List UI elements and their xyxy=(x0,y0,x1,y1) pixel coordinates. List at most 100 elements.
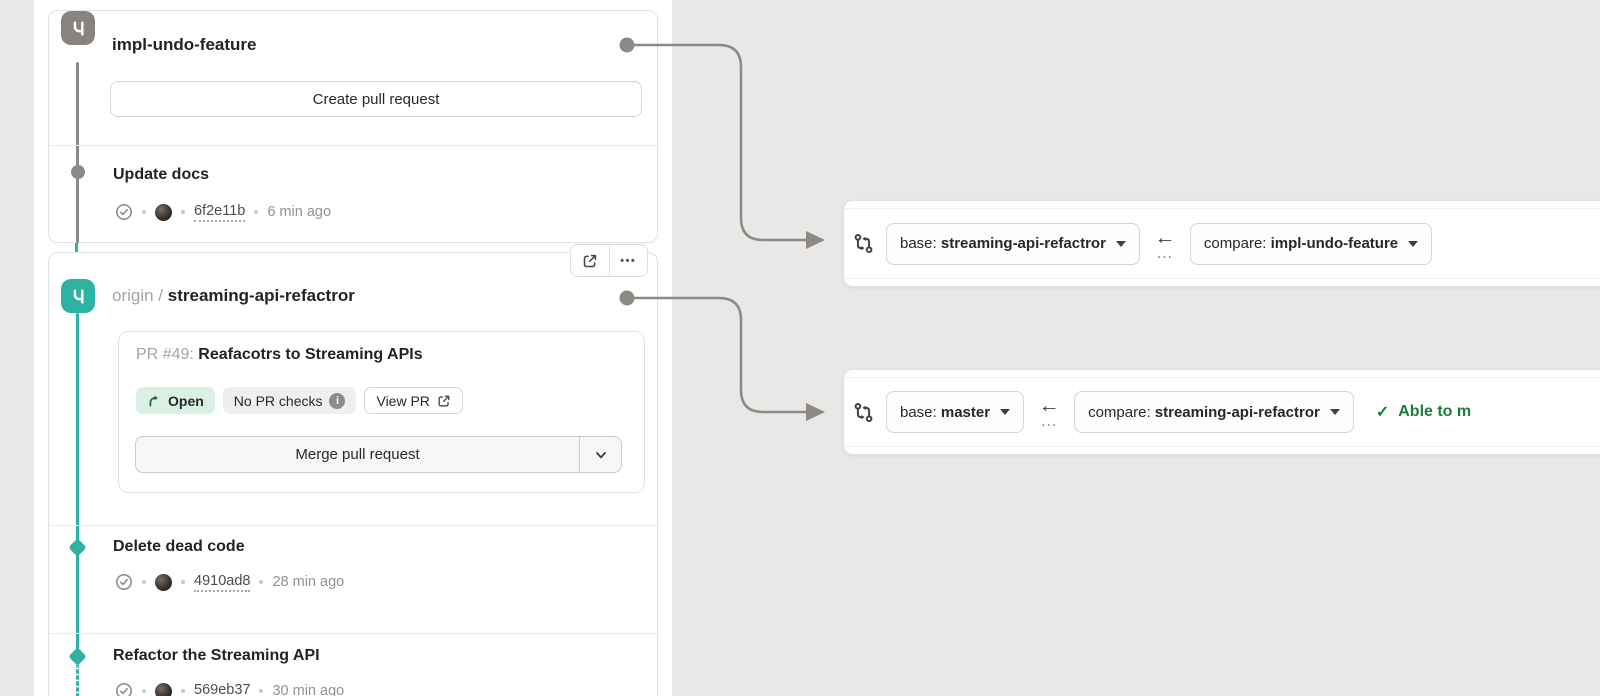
ellipsis-dots: … xyxy=(1040,411,1059,430)
pr-checks-label: No PR checks xyxy=(233,392,323,409)
commit-meta-row: 6f2e11b 6 min ago xyxy=(115,203,332,222)
info-icon[interactable]: i xyxy=(329,392,346,409)
git-compare-icon xyxy=(854,233,873,254)
pr-number: PR #49: xyxy=(136,346,194,363)
branch-line-teal xyxy=(76,313,79,658)
remote-prefix: origin / xyxy=(112,286,164,305)
view-pr-button[interactable]: View PR xyxy=(364,387,463,414)
branch-line-gray xyxy=(76,62,79,243)
check-circle-icon xyxy=(116,204,132,220)
git-branch-glyph xyxy=(73,21,84,36)
separator-dot xyxy=(181,580,185,584)
branch-icon xyxy=(61,279,95,313)
compare-branch-dropdown[interactable]: compare: impl-undo-feature xyxy=(1189,222,1433,265)
pr-title: Reafacotrs to Streaming APIs xyxy=(198,346,423,363)
chevron-down-icon xyxy=(595,451,606,458)
branch-icon xyxy=(61,11,95,45)
branch-actions-group: ••• xyxy=(570,244,648,277)
compare-branch-name: impl-undo-feature xyxy=(1270,235,1399,252)
compare-label: compare: xyxy=(1203,235,1267,252)
compare-branch-dropdown[interactable]: compare: streaming-api-refactror xyxy=(1074,391,1354,433)
commit-hash-link[interactable]: 4910ad8 xyxy=(194,573,251,592)
branch-name-streaming-api-refactror[interactable]: origin / streaming-api-refactror xyxy=(112,286,355,306)
create-pull-request-button[interactable]: Create pull request xyxy=(110,81,642,117)
separator-dot xyxy=(254,210,259,214)
card-divider xyxy=(49,633,657,634)
check-icon: ✓ xyxy=(1375,404,1390,421)
compare-bar-impl-undo-feature: base: streaming-api-refactror ← … compar… xyxy=(843,200,1600,287)
merge-pull-request-label: Merge pull request xyxy=(295,446,420,463)
check-circle-icon xyxy=(116,574,132,590)
left-arrow-icon: ← xyxy=(1038,394,1060,417)
commit-time: 6 min ago xyxy=(267,204,332,220)
commit-hash-link[interactable]: 6f2e11b xyxy=(194,203,246,222)
merge-pull-request-button[interactable]: Merge pull request xyxy=(135,436,622,473)
separator-dot xyxy=(142,210,146,214)
ellipsis-dots: … xyxy=(1155,242,1174,262)
branch-card-impl-undo-feature: impl-undo-feature Create pull request Up… xyxy=(48,10,658,243)
external-link-icon xyxy=(583,254,596,267)
pr-status-label: Open xyxy=(168,392,204,409)
compare-label: compare: xyxy=(1088,403,1151,421)
view-pr-label: View PR xyxy=(376,392,430,409)
dropdown-caret-icon xyxy=(1115,240,1126,247)
separator-dot xyxy=(142,689,146,693)
card-divider xyxy=(49,525,657,526)
dropdown-caret-icon xyxy=(1329,409,1340,415)
separator-dot xyxy=(259,689,264,693)
separator-dot xyxy=(142,580,146,584)
commit-time: 30 min ago xyxy=(272,683,345,696)
connector-arrowhead xyxy=(806,231,825,249)
left-arrow-icon: ← xyxy=(1154,225,1176,249)
separator-dot xyxy=(259,580,264,584)
commit-hash-link[interactable]: 569eb37 xyxy=(194,682,250,696)
base-branch-dropdown[interactable]: base: streaming-api-refactror xyxy=(886,222,1140,265)
commit-diamond xyxy=(68,538,87,557)
check-circle-icon xyxy=(116,683,132,696)
commit-meta-row: 4910ad8 28 min ago xyxy=(115,573,345,592)
pull-request-arrow-icon xyxy=(149,395,158,406)
pr-status-badge-open: Open xyxy=(136,387,215,414)
git-branch-glyph xyxy=(73,289,84,304)
compare-branch-name: streaming-api-refactror xyxy=(1154,403,1320,421)
separator-dot xyxy=(181,689,185,693)
compare-bar-streaming-api-refactror: base: master ← … compare: streaming-api-… xyxy=(843,369,1600,455)
avatar xyxy=(155,682,172,696)
commit-title[interactable]: Refactor the Streaming API xyxy=(113,647,320,664)
base-label: base: xyxy=(900,403,937,421)
pr-badge-row: Open No PR checks i View PR xyxy=(136,387,463,414)
external-link-icon xyxy=(438,395,450,406)
open-external-button[interactable] xyxy=(571,245,609,276)
avatar xyxy=(155,573,172,591)
branch-line-teal-dashed xyxy=(76,664,79,696)
pr-checks-badge: No PR checks i xyxy=(222,387,357,414)
commit-meta-row: 569eb37 30 min ago xyxy=(115,682,344,696)
branch-name-impl-undo-feature[interactable]: impl-undo-feature xyxy=(112,35,257,55)
pr-title-row: PR #49: Reafacotrs to Streaming APIs xyxy=(136,346,423,364)
compare-direction: ← … xyxy=(1036,395,1062,429)
base-label: base: xyxy=(900,235,937,252)
branch-name-label: streaming-api-refactror xyxy=(167,286,355,305)
branch-stack-panel: impl-undo-feature Create pull request Up… xyxy=(34,0,672,696)
pull-request-card: PR #49: Reafacotrs to Streaming APIs Ope… xyxy=(118,331,645,493)
merge-options-dropdown[interactable] xyxy=(579,437,621,472)
connector-arrowhead xyxy=(806,403,825,421)
separator-dot xyxy=(181,210,185,214)
branch-name-label: impl-undo-feature xyxy=(112,35,257,54)
commit-diamond xyxy=(68,647,87,666)
commit-time: 28 min ago xyxy=(272,574,345,590)
dropdown-caret-icon xyxy=(1000,409,1011,415)
dropdown-caret-icon xyxy=(1408,240,1419,247)
git-compare-icon xyxy=(854,402,873,422)
compare-direction: ← … xyxy=(1152,227,1178,261)
base-branch-name: master xyxy=(940,403,991,421)
commit-title[interactable]: Delete dead code xyxy=(113,538,245,555)
more-actions-button[interactable]: ••• xyxy=(608,245,648,276)
commit-dot xyxy=(71,165,85,179)
avatar xyxy=(155,203,172,221)
base-branch-name: streaming-api-refactror xyxy=(940,235,1106,252)
ellipsis-icon: ••• xyxy=(620,254,637,267)
base-branch-dropdown[interactable]: base: master xyxy=(886,391,1025,433)
commit-title[interactable]: Update docs xyxy=(113,166,210,183)
